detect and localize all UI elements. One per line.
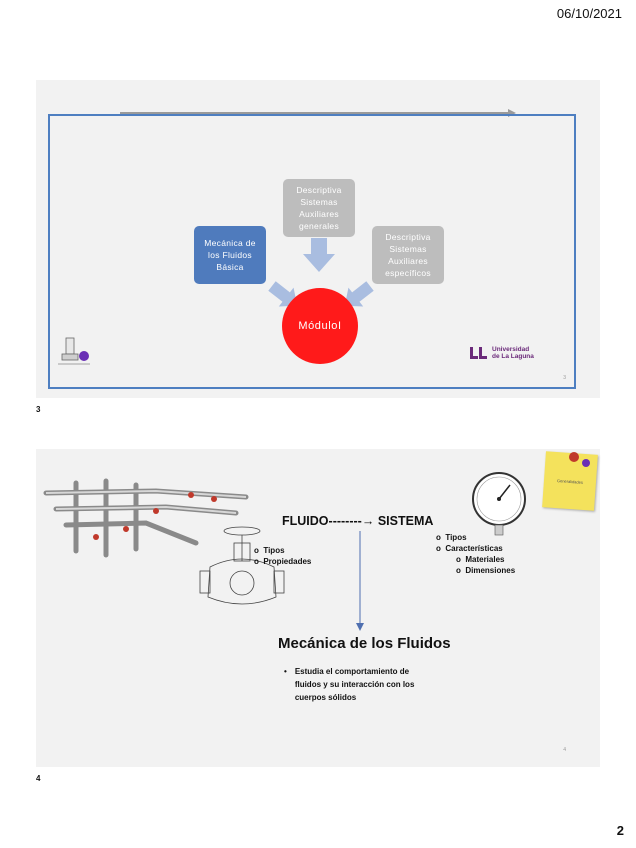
logo-line-1: Universidad [492, 346, 530, 353]
box-sistemas-especificos: Descriptiva Sistemas Auxiliares específi… [372, 226, 444, 284]
mecanica-bullet: • Estudia el comportamiento de fluidos y… [284, 665, 434, 704]
slide-corner-number: 4 [563, 747, 566, 753]
list-item: o Dimensiones [456, 566, 516, 575]
page-number: 2 [616, 823, 624, 838]
list-item: o Tipos [254, 546, 285, 555]
box-sistemas-generales: Descriptiva Sistemas Auxiliares generale… [283, 179, 355, 237]
sistema-list: o Tipos o Características o Materiales o… [436, 532, 515, 576]
list-item: o Tipos [436, 533, 467, 542]
vertical-arrow [356, 531, 364, 631]
fluido-label: FLUIDO [282, 514, 329, 528]
slide-4: FLUIDO--------→ SISTEMA o Tipos o Propie… [36, 449, 600, 767]
university-logo: Universidad de La Laguna [470, 346, 534, 360]
arrow-left-down [344, 281, 374, 307]
slide-label-3: 3 [36, 405, 41, 414]
sistema-label: SISTEMA [377, 514, 434, 528]
bullet-dot: • [284, 667, 287, 676]
ull-logo-icon [470, 347, 487, 359]
slide-corner-number: 3 [563, 375, 566, 381]
box-mecanica-fluidos: Mecánica de los Fluidos Básica [194, 226, 266, 284]
pressure-gauge-icon [472, 472, 526, 536]
piston-illustration-icon [58, 337, 90, 365]
logo-line-2: de La Laguna [492, 353, 534, 360]
flow-arrows [268, 238, 374, 307]
fluido-sistema-header: FLUIDO--------→ SISTEMA [282, 514, 433, 528]
mecanica-title: Mecánica de los Fluidos [278, 635, 451, 652]
list-item: o Características [436, 544, 503, 553]
slide-label-4: 4 [36, 774, 41, 783]
slide-3: Mecánica de los Fluidos Básica Descripti… [36, 80, 600, 398]
pushpin-icon [569, 452, 590, 467]
fluido-list: o Tipos o Propiedades [254, 545, 311, 567]
modulo-circle: MóduloI [282, 288, 358, 364]
slide-frame: Mecánica de los Fluidos Básica Descripti… [48, 114, 576, 389]
pipework-illustration [43, 478, 249, 558]
header-arrow: --------→ [328, 514, 375, 528]
list-item: o Propiedades [254, 557, 312, 566]
valve-drawing [199, 526, 285, 605]
list-item: o Materiales [456, 555, 505, 564]
mecanica-description: Estudia el comportamiento de fluidos y s… [294, 667, 415, 702]
arrow-down [303, 238, 335, 272]
header-date: 06/10/2021 [556, 6, 622, 21]
arrow-right-down [268, 281, 298, 307]
